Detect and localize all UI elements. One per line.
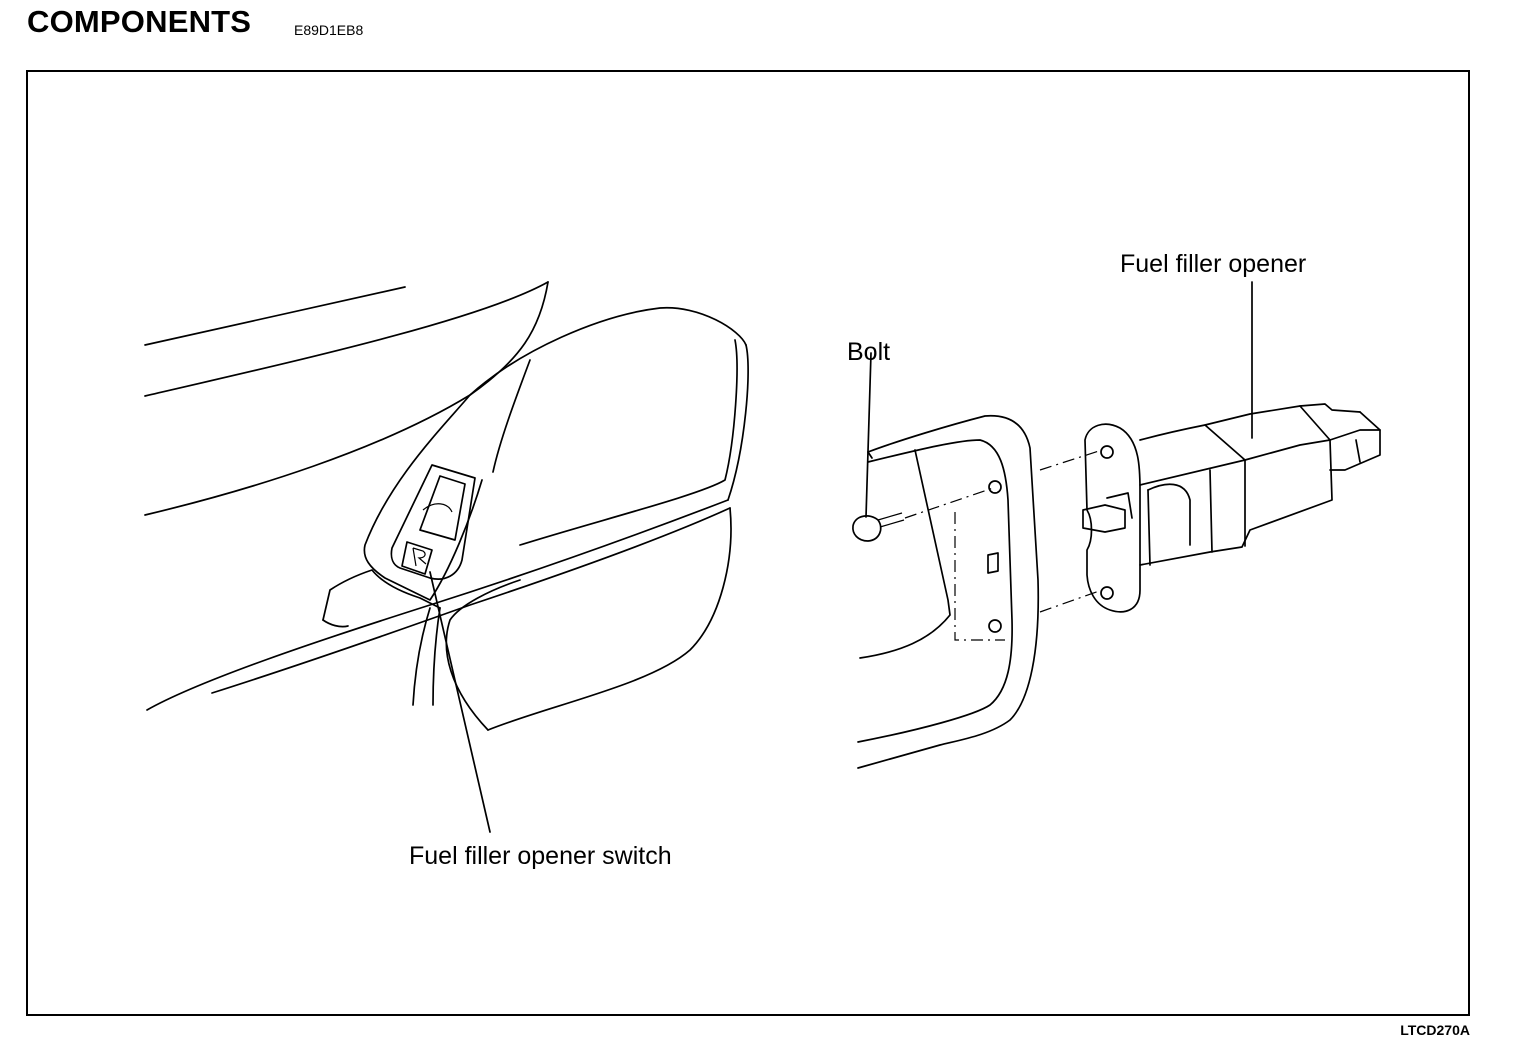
page-title: COMPONENTS [27, 4, 252, 39]
label-fuel-filler-opener: Fuel filler opener [1120, 250, 1306, 278]
fuel-door-illustration [852, 281, 1381, 769]
figure-frame [26, 70, 1470, 1016]
driver-trim-illustration [144, 281, 749, 833]
label-bolt: Bolt [847, 338, 890, 366]
figure-id: LTCD270A [1400, 1022, 1470, 1038]
label-fuel-filler-opener-switch: Fuel filler opener switch [409, 842, 672, 870]
section-code: E89D1EB8 [294, 22, 364, 38]
